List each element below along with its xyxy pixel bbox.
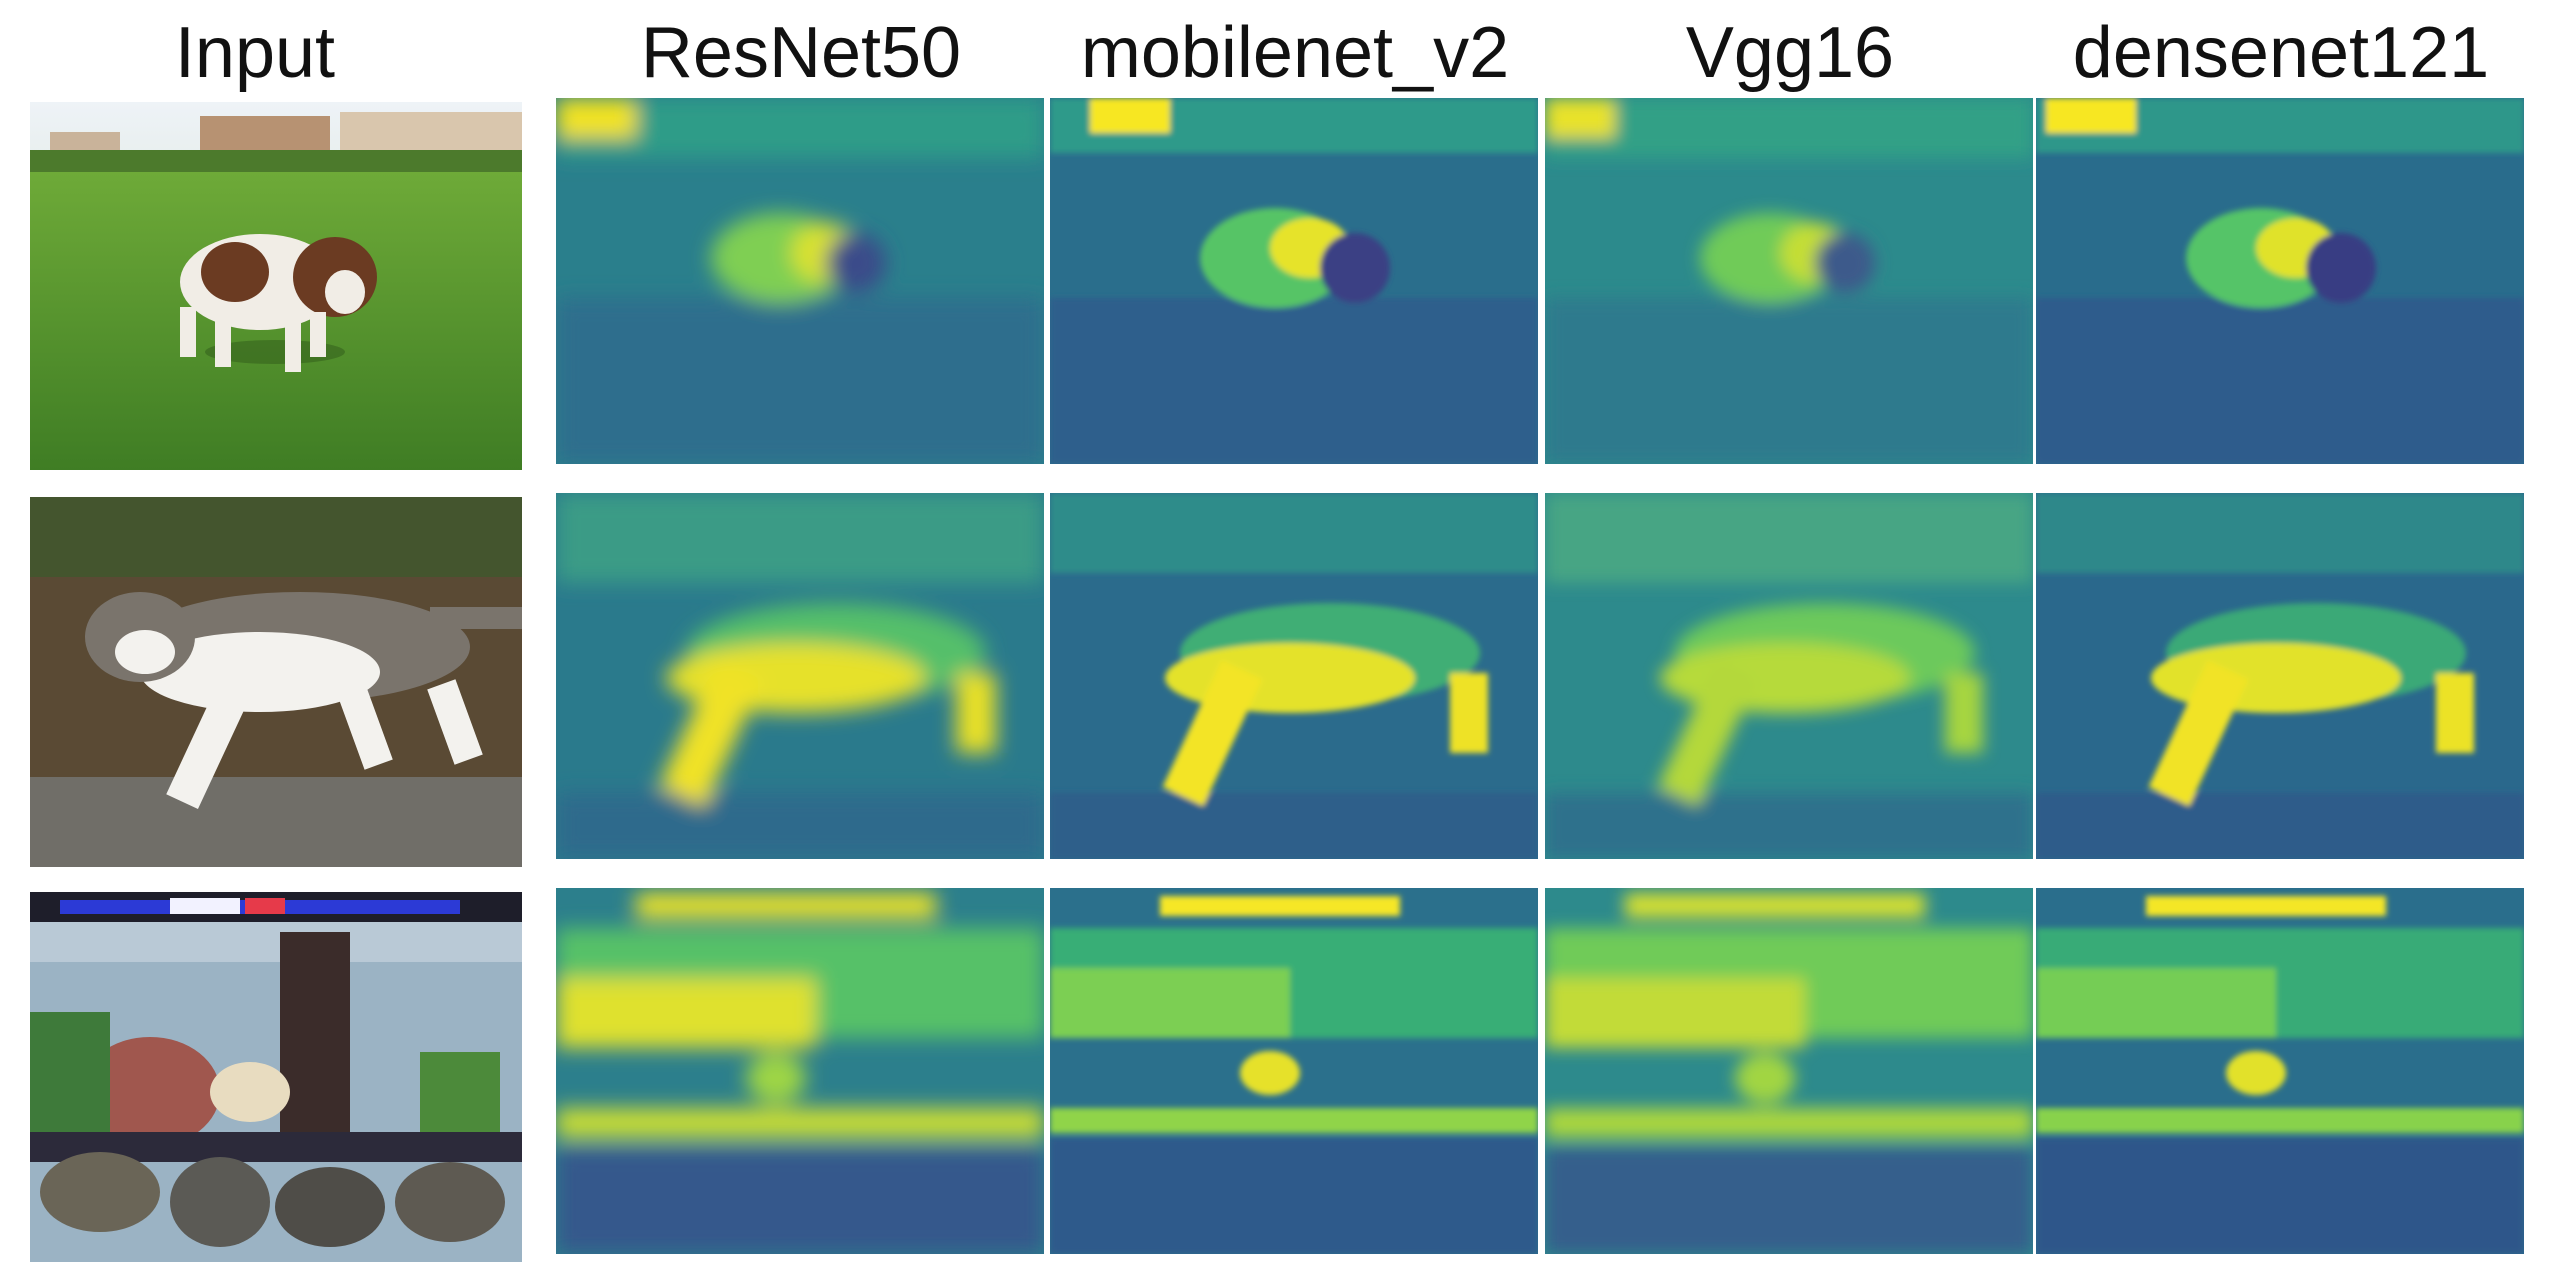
input-image-dog <box>30 102 522 470</box>
heatmap-resnet50-cat <box>556 493 1044 859</box>
heatmap-mobilenet-v2-cat <box>1050 493 1538 859</box>
header-input: Input <box>174 13 336 93</box>
heatmap-densenet121-dog <box>2036 98 2524 464</box>
header-mobilenet-v2: mobilenet_v2 <box>1080 13 1510 93</box>
heatmap-resnet50-dog <box>556 98 1044 464</box>
heatmap-densenet121-cat <box>2036 493 2524 859</box>
input-image-cat <box>30 497 522 867</box>
heatmap-vgg16-dog <box>1545 98 2033 464</box>
heatmap-vgg16-aquarium <box>1545 888 2033 1254</box>
header-resnet50: ResNet50 <box>640 13 962 93</box>
heatmap-vgg16-cat <box>1545 493 2033 859</box>
input-image-aquarium <box>30 892 522 1262</box>
header-vgg16: Vgg16 <box>1685 13 1895 93</box>
heatmap-resnet50-aquarium <box>556 888 1044 1254</box>
heatmap-mobilenet-v2-aquarium <box>1050 888 1538 1254</box>
heatmap-densenet121-aquarium <box>2036 888 2524 1254</box>
header-densenet121: densenet121 <box>2072 13 2490 93</box>
heatmap-mobilenet-v2-dog <box>1050 98 1538 464</box>
